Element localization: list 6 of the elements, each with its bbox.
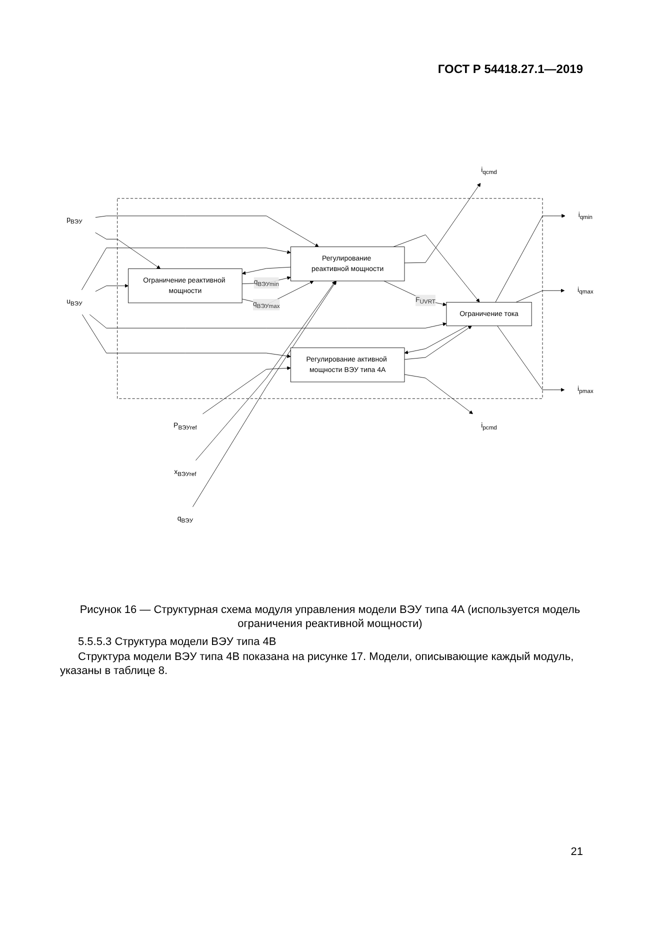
figure-caption: Рисунок 16 — Структурная схема модуля управления модели ВЭУ типа 4А (используется модель ограничения реактивной мощности) [78,603,582,631]
cluster [117,198,543,399]
page-number: 21 [570,846,583,858]
section-heading: 5.5.5.3 Структура модели ВЭУ типа 4В [78,636,276,648]
body-paragraph: Структура модели ВЭУ типа 4В показана на рисунке 17. Модели, описывающие каждый модуль, указаны в таблице 8. [60,650,575,678]
document-header: ГОСТ Р 54418.27.1—2019 [438,62,583,76]
